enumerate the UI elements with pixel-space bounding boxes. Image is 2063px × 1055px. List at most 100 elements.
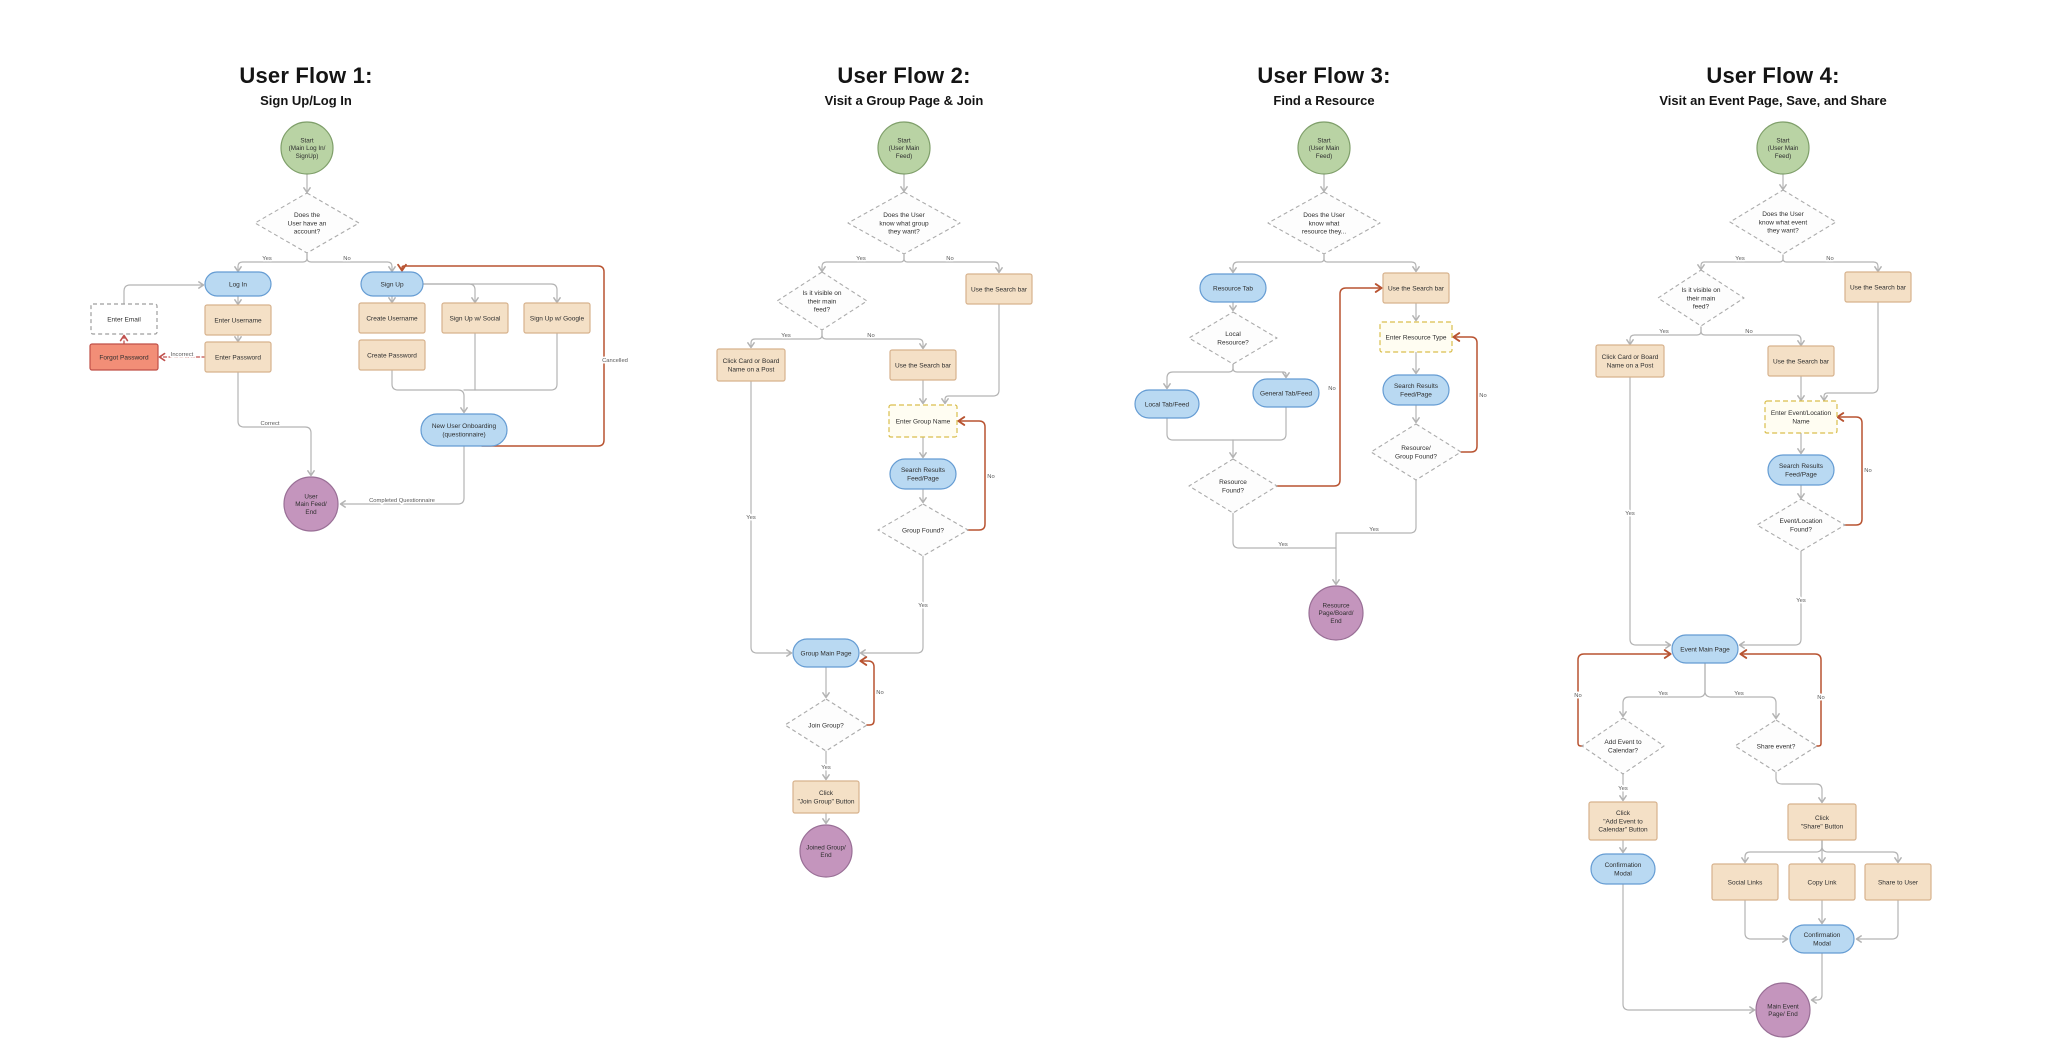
f2-group-main-page: Group Main Page [792, 638, 860, 668]
f2-edge-13 [859, 656, 875, 726]
f3-general-tab-feed-shape [1252, 378, 1320, 408]
f1-forgot-password-shape [89, 343, 159, 371]
f2-enter-group-name-shape [888, 404, 958, 438]
f3-use-search-bar: Use the Search bar [1382, 272, 1450, 304]
f2-group-found-diamond-label: Group Found? [902, 527, 944, 534]
f4-edge-18 [1622, 883, 1756, 1014]
f2-group-found-diamond-shape [877, 503, 969, 557]
f2-edge-4-label: No [867, 333, 874, 339]
flow-1-title-block: User Flow 1: Sign Up/Log In [239, 63, 372, 108]
f4-edge-12 [1577, 649, 1672, 747]
f3-edge-12-label: No [1328, 386, 1335, 392]
f4-edge-10 [1738, 550, 1802, 649]
f4-edge-3-label: Yes [1659, 329, 1669, 335]
f4-social-links: Social Links [1711, 863, 1779, 901]
f1-start-shape [280, 121, 334, 175]
f3-resource-tab-label: Resource Tab [1213, 285, 1253, 292]
f3-edge-15-label: Yes [1369, 527, 1379, 533]
f4-edge-10-label: Yes [1796, 598, 1806, 604]
flow-4-subtitle: Visit an Event Page, Save, and Share [1659, 93, 1887, 108]
flow-4-title: User Flow 4: [1706, 63, 1840, 88]
f4-know-event-diamond-shape [1729, 189, 1837, 255]
f3-resource-tab-shape [1199, 273, 1267, 303]
f4-share-to-user-shape [1864, 863, 1932, 901]
f4-copy-link: Copy Link [1788, 863, 1856, 901]
f4-edge-14 [1619, 662, 1706, 718]
f1-edge-16 [397, 263, 605, 447]
f1-onboarding-shape [420, 413, 508, 447]
f2-use-search-bar-1: Use the Search bar [965, 273, 1033, 305]
flow-2-title: User Flow 2: [837, 63, 971, 88]
f1-enter-username-shape [204, 304, 272, 336]
f2-join-group-diamond-label: Join Group? [808, 722, 844, 729]
f2-visible-feed-diamond-shape [776, 271, 868, 331]
f1-edge-10 [422, 283, 479, 304]
f3-use-search-bar-label: Use the Search bar [1388, 285, 1445, 292]
f2-edge-2 [903, 254, 1003, 274]
f1-sign-up-social-label: Sign Up w/ Social [450, 315, 501, 322]
f4-event-location-found-diamond-shape [1756, 498, 1846, 552]
f2-click-join-group-shape [792, 780, 860, 814]
f3-edge-13 [1452, 332, 1478, 453]
f4-start-shape [1756, 121, 1810, 175]
f3-edge-9 [1166, 417, 1234, 441]
f3-resource-group-found-diamond-label: Resource/Group Found? [1395, 445, 1437, 460]
f1-log-in-label: Log In [229, 281, 247, 288]
f4-confirmation-modal-2-shape [1789, 924, 1855, 954]
f4-use-search-bar-1-label: Use the Search bar [1850, 284, 1907, 291]
f1-edge-1 [234, 253, 308, 273]
f2-group-main-page-label: Group Main Page [801, 650, 852, 657]
f3-resource-group-found-diamond: Resource/Group Found? [1370, 423, 1462, 481]
f4-copy-link-shape [1788, 863, 1856, 901]
f4-search-results-shape [1767, 454, 1835, 486]
f2-enter-group-name-label: Enter Group Name [896, 418, 951, 425]
f2-end-label: Joined Group/End [806, 844, 846, 859]
f3-resource-tab: Resource Tab [1199, 273, 1267, 303]
f2-join-group-diamond: Join Group? [784, 698, 868, 752]
f3-local-tab-feed-shape [1134, 389, 1200, 419]
f1-enter-email: Enter Email [90, 303, 158, 335]
f3-edge-2 [1323, 254, 1420, 273]
f3-edge-12 [1276, 283, 1383, 487]
f4-click-share-label: Click"Share" Button [1801, 815, 1844, 830]
f1-log-in: Log In [204, 271, 272, 297]
f1-edge-11 [422, 283, 561, 304]
f4-share-event-diamond-shape [1734, 719, 1818, 773]
f3-end-shape [1308, 585, 1364, 641]
flow-2-title-block: User Flow 2: Visit a Group Page & Join [825, 63, 984, 108]
f3-edge-13-label: No [1479, 393, 1486, 399]
f4-enter-event-location-shape [1764, 400, 1838, 434]
f2-know-group-diamond-shape [847, 191, 961, 255]
f2-use-search-bar-2-label: Use the Search bar [895, 362, 952, 369]
f4-edge-14-label: Yes [1658, 691, 1668, 697]
f1-enter-email-label: Enter Email [107, 316, 141, 323]
f1-edge-5-label: Incorrect [171, 352, 194, 358]
f1-create-username: Create Username [358, 302, 426, 334]
f4-use-search-bar-1-shape [1844, 271, 1912, 303]
f4-event-main-page: Event Main Page [1671, 634, 1739, 664]
flow-3-title: User Flow 3: [1257, 63, 1391, 88]
f4-edge-16-label: Yes [1618, 786, 1628, 792]
